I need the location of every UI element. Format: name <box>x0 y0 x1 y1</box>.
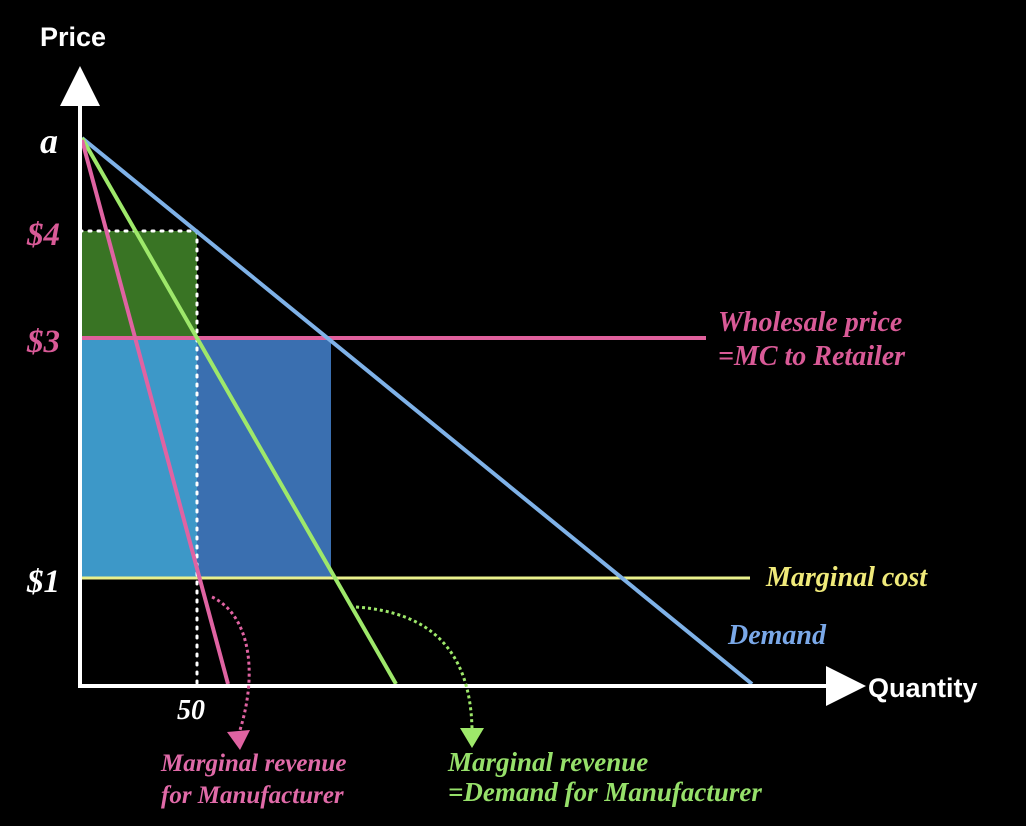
y-tick-p4: $4 <box>26 217 60 253</box>
wholesale-price-label-line2: =MC to Retailer <box>718 341 906 372</box>
mr-manufacturer-callout-arrow <box>211 595 251 731</box>
mr-manufacturer-label-line2: for Manufacturer <box>161 782 344 809</box>
x-tick-50: 50 <box>177 695 205 726</box>
mr-manufacturer-callout-arrowhead <box>227 730 250 750</box>
demand-label: Demand <box>727 620 827 651</box>
y-tick-a: a <box>40 121 58 161</box>
mr-retailer-callout-arrow <box>355 605 474 729</box>
manufacturer-profit-area <box>80 231 197 338</box>
mr-retailer-curve <box>80 137 398 685</box>
mr-retailer-label-line2: =Demand for Manufacturer <box>448 777 762 807</box>
mr-retailer-callout-arrowhead <box>460 728 484 748</box>
mr-retailer-label: Marginal revenue <box>447 747 648 777</box>
x-axis-label: Quantity <box>868 673 978 703</box>
mr-manufacturer-curve <box>80 139 230 685</box>
marginal-cost-label: Marginal cost <box>765 562 928 593</box>
cost-area <box>80 338 197 578</box>
wholesale-price-label: Wholesale price <box>718 307 902 338</box>
demand-curve <box>80 136 754 686</box>
mr-manufacturer-label: Marginal revenue <box>160 750 346 777</box>
y-tick-p3: $3 <box>26 324 60 360</box>
y-tick-p1: $1 <box>26 564 60 600</box>
y-axis-label: Price <box>40 22 106 52</box>
